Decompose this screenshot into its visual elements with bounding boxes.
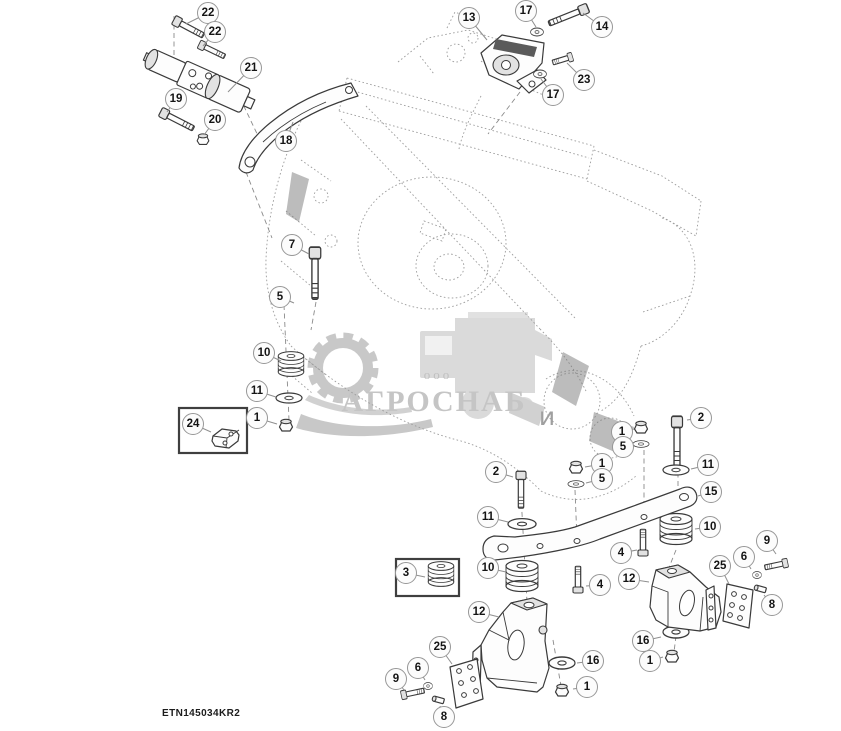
callout-22: 22 [204,21,226,43]
callout-3: 3 [395,562,417,584]
harvester-logo-icon [420,312,552,426]
callout-17: 17 [515,0,537,22]
isolator-10-mid [505,559,539,593]
detail-box-24 [177,406,249,455]
bolt-23 [550,51,575,68]
callout-23: 23 [573,69,595,91]
callout-16: 16 [582,650,604,672]
nut-20 [196,133,210,145]
callout-5: 5 [612,436,634,458]
nut-1-eng-l [568,460,584,474]
callout-10: 10 [699,516,721,538]
callout-11: 11 [246,380,268,402]
bracket-12-right [649,564,722,632]
clamp-24 [211,428,240,449]
bolt-2-left [515,470,527,509]
plate-25-right [722,583,754,629]
bolt-7 [308,246,322,300]
callout-4: 4 [589,574,611,596]
bracket-18 [238,82,359,174]
washer-5-right [632,440,650,448]
nut-1-left [278,418,294,432]
callout-9: 9 [756,530,778,552]
callout-2: 2 [485,461,507,483]
callout-24: 24 [182,413,204,435]
nut-1-center [554,683,570,697]
bolt-4-right [637,528,649,557]
callout-17: 17 [542,84,564,106]
washer-5-left [567,480,585,488]
solid-parts [142,2,790,709]
isolator-10-upper [277,351,305,377]
callout-10: 10 [477,557,499,579]
mount-13 [480,34,547,94]
callout-13: 13 [458,7,480,29]
nut-1-eng-r [633,420,649,434]
plate-25-center [449,658,484,709]
washer-6-center [423,682,433,690]
callout-18: 18 [275,130,297,152]
callout-11: 11 [477,506,499,528]
bolt-14 [546,2,591,29]
callout-14: 14 [591,16,613,38]
bolt-22b [196,39,228,62]
callout-20: 20 [204,109,226,131]
washer-11-mid [507,517,537,531]
washer-17-top [530,27,544,37]
agrosnab-watermark: ооо АГРОСНАБ и [296,312,555,437]
callout-8: 8 [433,706,455,728]
watermark-extra-letter: и [539,402,555,431]
watermark-ooo: ооо [424,367,453,382]
callout-5: 5 [591,468,613,490]
isolator-10-right [659,512,693,546]
isolator-3-detail [427,561,455,587]
mount-21 [142,48,256,113]
callout-12: 12 [468,601,490,623]
wheat-swoosh [296,414,433,437]
washer-17-bottom [533,69,547,79]
washer-6-right [752,571,762,579]
callout-25: 25 [709,555,731,577]
washer-11-right [662,464,690,476]
nut-1-right [664,649,680,663]
figure-code: ETN145034KR2 [162,708,241,719]
washer-11-left [275,392,303,404]
callout-2: 2 [690,407,712,429]
gear-logo-icon [296,332,433,437]
callout-19: 19 [165,88,187,110]
callout-7: 7 [281,234,303,256]
callout-15: 15 [700,481,722,503]
support-bar-15 [482,486,698,561]
bolt-19 [157,106,197,134]
callout-16: 16 [632,630,654,652]
callout-6: 6 [407,657,429,679]
callout-10: 10 [253,342,275,364]
washer-16-center [548,656,576,670]
callout-9: 9 [385,668,407,690]
callout-12: 12 [618,568,640,590]
callout-1: 1 [576,676,598,698]
callout-11: 11 [697,454,719,476]
callout-6: 6 [733,546,755,568]
pin-8-center [431,695,446,705]
callout-1: 1 [639,650,661,672]
bolt-4-left [572,565,584,594]
bolt-2-right [670,415,684,468]
watermark-company-name: АГРОСНАБ [341,385,526,418]
callout-4: 4 [610,542,632,564]
callout-25: 25 [429,636,451,658]
pin-8-right [753,584,768,594]
callout-5: 5 [269,286,291,308]
callout-21: 21 [240,57,262,79]
bolt-9-center [399,685,426,701]
callout-8: 8 [761,594,783,616]
bolt-9-right [763,557,790,573]
callout-1: 1 [246,407,268,429]
